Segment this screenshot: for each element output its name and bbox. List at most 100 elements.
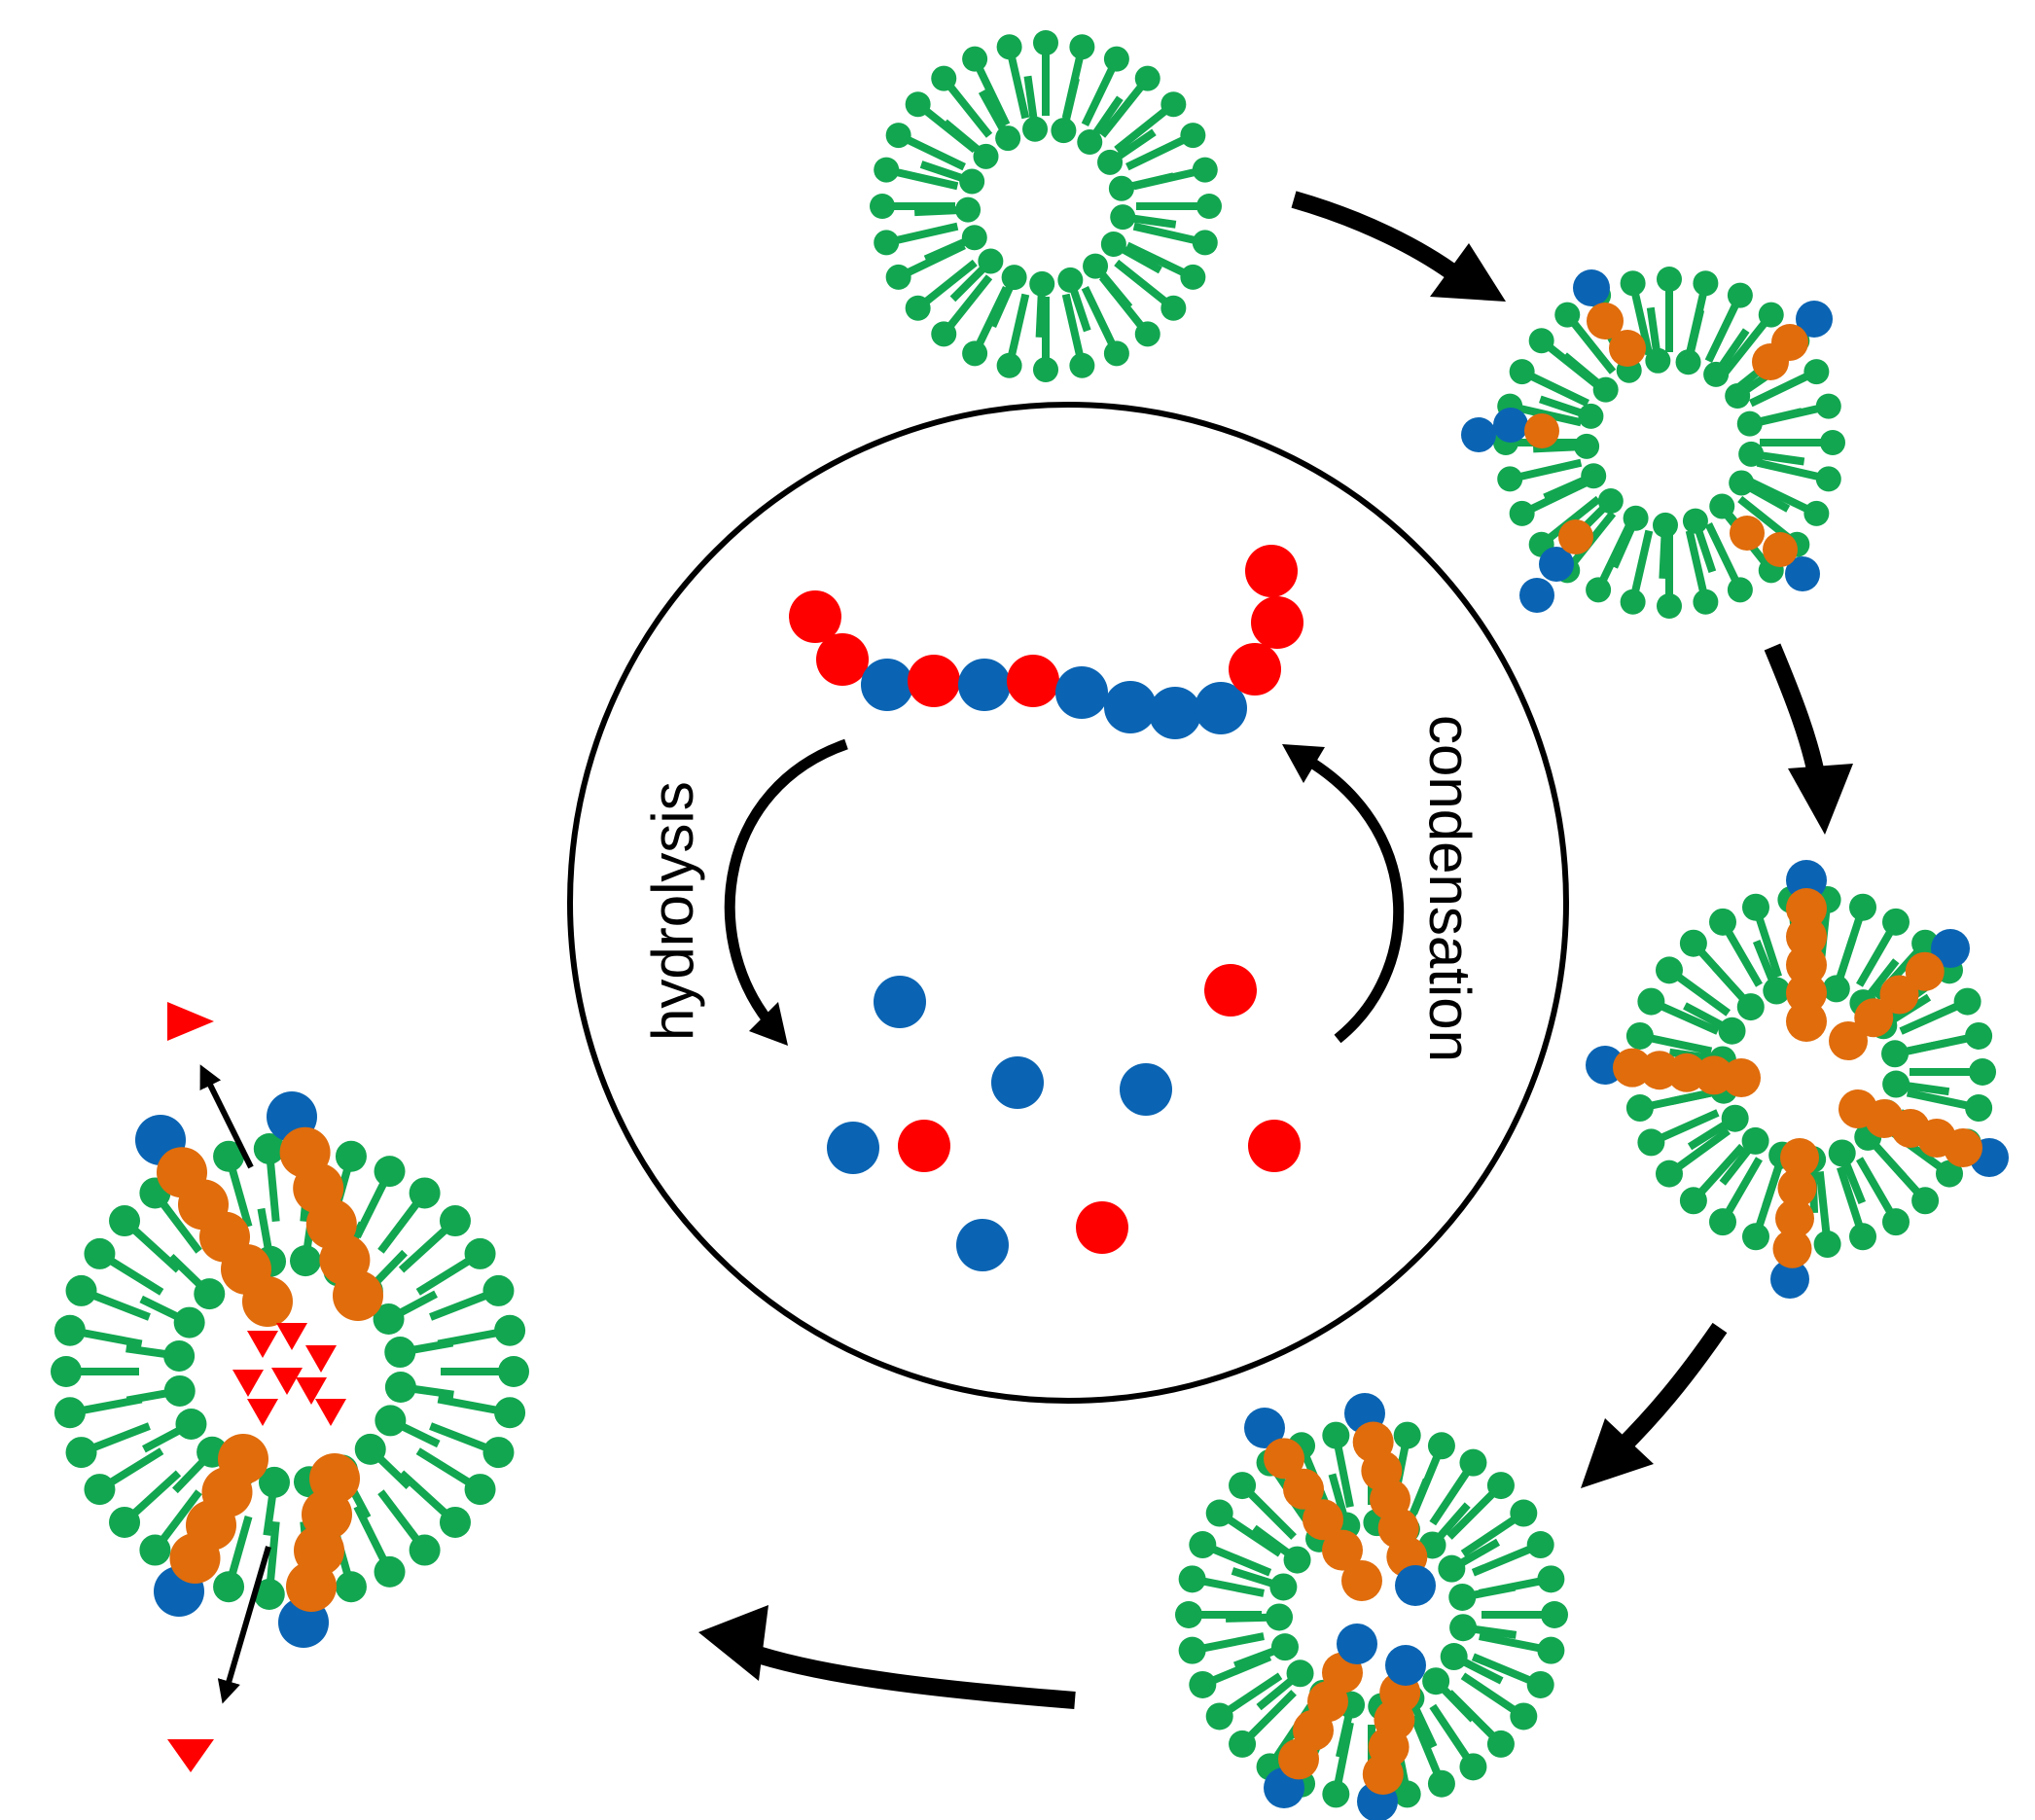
lipid-head (931, 65, 957, 91)
micelle-empty (870, 30, 1222, 382)
lipid-head (1069, 352, 1095, 378)
lipid-head (1882, 1070, 1910, 1098)
lipid-head (163, 1339, 196, 1372)
polymer-chain (789, 545, 1303, 739)
lipid-head (1069, 34, 1095, 60)
product-triangle (247, 1399, 278, 1426)
lipid-head (290, 1245, 322, 1277)
lipid-head (1001, 265, 1027, 291)
lipid-head (1459, 1448, 1487, 1477)
chain-monomer (1007, 655, 1059, 707)
lipid-head (54, 1397, 86, 1429)
lipid-head (1655, 956, 1683, 984)
lipid-head (1822, 975, 1850, 1003)
lipid-head (996, 352, 1022, 378)
lipid-head (1828, 1139, 1856, 1167)
lipid-head (1393, 1421, 1421, 1449)
lipid-head (1497, 466, 1523, 492)
lipid-head (464, 1237, 496, 1269)
division-arrow-down (217, 1546, 271, 1704)
lipid-head (1438, 1554, 1466, 1583)
lipid-head (1103, 46, 1129, 72)
chain-monomer (1251, 596, 1303, 649)
lipid-head (1270, 1633, 1299, 1661)
lipid-head (375, 1405, 407, 1437)
lipid-head (1718, 1017, 1746, 1045)
lipid-head (1269, 1573, 1298, 1601)
lipid-head (1192, 230, 1218, 256)
chain-monomer (1786, 888, 1827, 929)
lipid-head (1440, 1643, 1468, 1671)
lipid-head (1581, 463, 1607, 489)
lipid-head (1675, 349, 1701, 375)
product-triangle (276, 1323, 307, 1350)
lipid-head (54, 1314, 86, 1346)
chain-monomer (1786, 945, 1827, 985)
lipid-head (139, 1534, 171, 1566)
lipid-head (1229, 1472, 1257, 1500)
chain-monomer (1780, 1138, 1819, 1177)
chain-monomer (1539, 547, 1574, 582)
lipid-head (1160, 295, 1187, 321)
lipid-head (253, 1132, 285, 1164)
chain-monomer (1493, 408, 1528, 443)
lipid-head (874, 230, 900, 256)
lipid-head (384, 1372, 416, 1404)
lipid-head (1537, 1565, 1565, 1593)
lipid-head (163, 1374, 196, 1407)
lipid-head (409, 1534, 441, 1566)
hydrolysis-label: hydrolysis (640, 781, 705, 1041)
lipid-head (996, 34, 1022, 60)
lipid-head (1103, 340, 1129, 367)
chain-monomer (1524, 413, 1559, 448)
lipid-head (1459, 1753, 1487, 1781)
lipid-head (1180, 264, 1206, 290)
lipid-head (494, 1397, 526, 1429)
free-monomer (827, 1122, 879, 1174)
lipid-head (1160, 91, 1187, 118)
chain-monomer (958, 659, 1011, 711)
lipid-head (1803, 500, 1830, 526)
lipid-head (1736, 410, 1763, 437)
chain-monomer (1395, 1565, 1436, 1606)
lipid-head (354, 1433, 386, 1465)
lipid-head (1682, 508, 1708, 534)
lipid-head (1422, 1667, 1450, 1695)
lipid-head (374, 1156, 406, 1188)
lipid-head (1620, 270, 1646, 297)
lipid-head (1427, 1769, 1455, 1798)
product-triangle (315, 1399, 346, 1426)
lipid-head (175, 1408, 207, 1440)
lipid-head (1741, 893, 1769, 921)
lipid-head (1286, 1659, 1314, 1688)
chain-monomer (1055, 666, 1108, 719)
chain-monomer (1341, 1560, 1382, 1601)
lipid-head (464, 1474, 496, 1506)
lipid-head (1175, 1601, 1202, 1628)
free-monomer (991, 1056, 1044, 1109)
lipid-head (973, 143, 999, 169)
chain-monomer (1730, 516, 1765, 551)
lipid-head (1108, 175, 1134, 201)
lipid-head (955, 196, 982, 223)
lipid-head (1741, 1223, 1769, 1251)
chain-monomer (1245, 545, 1298, 597)
lipid-head (995, 125, 1021, 152)
lipid-head (1709, 908, 1736, 936)
lipid-head (335, 1140, 367, 1172)
lipid-head (1134, 65, 1160, 91)
lipid-head (335, 1571, 367, 1603)
product-triangle (247, 1331, 278, 1358)
lipid-head (1911, 1187, 1940, 1215)
chain-monomer (789, 590, 841, 643)
lipid-head (1657, 593, 1682, 619)
lipid-head (1083, 253, 1109, 279)
lipid-head (173, 1306, 205, 1338)
lipid-head (1813, 1231, 1841, 1259)
hydrolysis-arrow (724, 738, 848, 1046)
lipid-head (1693, 589, 1719, 615)
lipid-head (1679, 929, 1707, 957)
lipid-head (1738, 441, 1765, 467)
chain-monomer (1264, 1438, 1304, 1480)
chain-monomer (1772, 1229, 1812, 1268)
